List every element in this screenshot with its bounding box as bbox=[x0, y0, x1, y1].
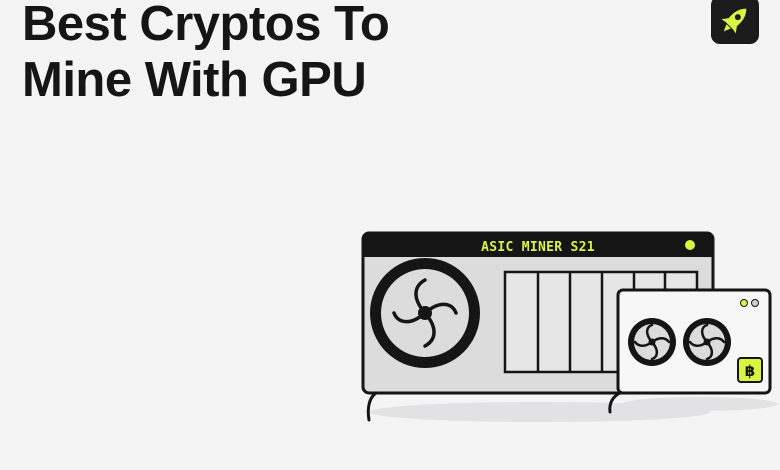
asic-fan-icon bbox=[370, 258, 480, 368]
gpu-card: ฿ bbox=[608, 288, 772, 414]
status-led bbox=[685, 240, 695, 250]
shadow-asic bbox=[370, 402, 710, 422]
gpu-fan-right-icon bbox=[683, 318, 731, 366]
title-line-2: Mine With GPU bbox=[22, 53, 367, 107]
shadow-gpu bbox=[622, 397, 778, 411]
asic-miner-label: ASIC MINER S21 bbox=[481, 240, 595, 255]
page-title: Best Cryptos To Mine With GPU bbox=[22, 0, 390, 108]
rocket-logo[interactable] bbox=[711, 0, 759, 44]
coin-badge-icon: ฿ bbox=[737, 357, 763, 383]
title-line-1: Best Cryptos To bbox=[22, 0, 390, 51]
gpu-fan-left-icon bbox=[628, 318, 676, 366]
rocket-icon bbox=[721, 8, 747, 34]
coin-symbol: ฿ bbox=[745, 362, 755, 380]
